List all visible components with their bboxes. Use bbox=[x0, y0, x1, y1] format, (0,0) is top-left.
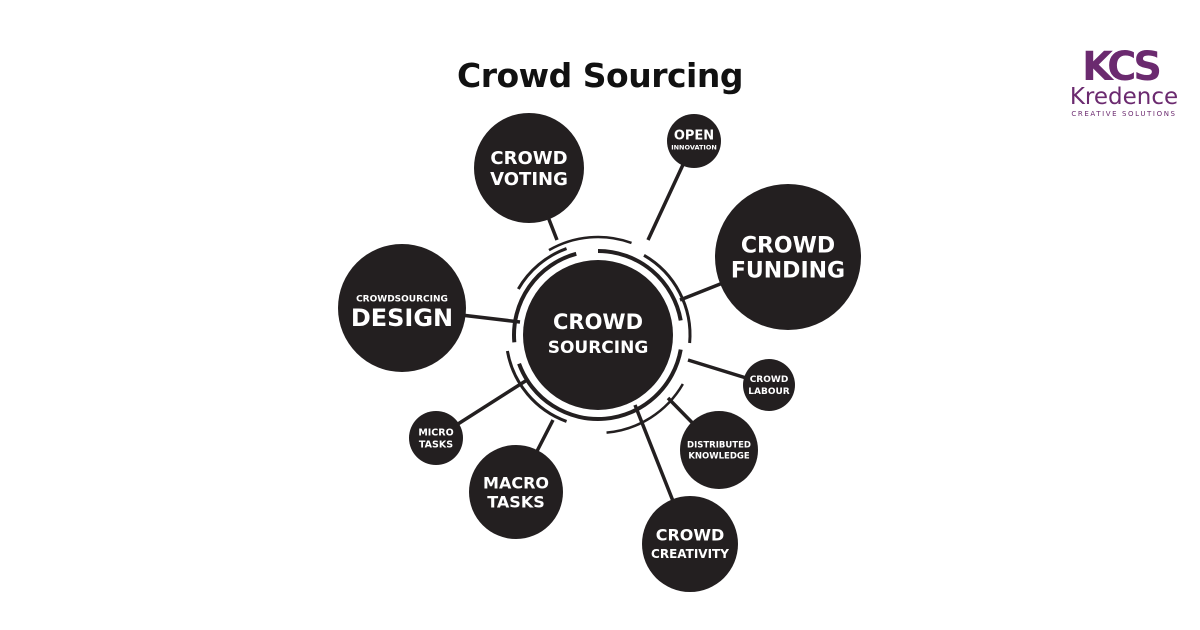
crowd-creativity-label: CROWD CREATIVITY bbox=[651, 525, 729, 561]
crowd-labour-label-line: LABOUR bbox=[748, 387, 790, 397]
hub-ring-arc bbox=[517, 247, 568, 290]
crowd-funding-circle bbox=[715, 184, 861, 330]
hub-ring-arc bbox=[606, 383, 684, 434]
logo-mark: KCS bbox=[1081, 44, 1162, 90]
crowdsourcing-design-label-line: CROWDSOURCING bbox=[356, 295, 448, 305]
hub-ring-arc bbox=[597, 249, 683, 321]
hub-ring-arc bbox=[517, 349, 683, 421]
crowd-creativity-node: CROWD CREATIVITY bbox=[642, 496, 738, 592]
kredence-logo: KCS Kredence CREATIVE SOLUTIONS bbox=[1060, 44, 1190, 124]
crowd-voting-label-line: CROWD bbox=[490, 148, 567, 169]
crowdsourcing-design-label-line: DESIGN bbox=[351, 304, 453, 332]
crowd-funding-label-line: FUNDING bbox=[731, 258, 845, 283]
hub-circle bbox=[523, 260, 673, 410]
hub-label-line: CROWD bbox=[553, 310, 643, 334]
crowd-creativity-label-line: CROWD bbox=[656, 525, 725, 544]
crowd-voting-label-line: VOTING bbox=[490, 169, 568, 190]
macro-tasks-label-line: MACRO bbox=[483, 473, 549, 492]
distributed-knowledge-label-line: DISTRIBUTED bbox=[687, 441, 751, 451]
micro-tasks-label-line: MICRO bbox=[418, 427, 453, 438]
crowd-labour-circle bbox=[743, 359, 795, 411]
crowd-labour-node: CROWD LABOUR bbox=[743, 359, 795, 411]
distributed-knowledge-label-line: KNOWLEDGE bbox=[688, 452, 750, 462]
crowd-labour-label-line: CROWD bbox=[750, 375, 789, 385]
hub-ring-arc bbox=[548, 235, 632, 252]
macro-tasks-circle bbox=[469, 445, 563, 539]
hub-label: CROWD SOURCING bbox=[548, 310, 649, 358]
micro-tasks-circle bbox=[409, 411, 463, 465]
page-title: Crowd Sourcing bbox=[457, 56, 743, 95]
crowd-creativity-circle bbox=[642, 496, 738, 592]
hub-ring-arc bbox=[643, 254, 692, 344]
micro-tasks-label-line: TASKS bbox=[419, 439, 453, 450]
distributed-knowledge-circle bbox=[680, 411, 758, 489]
center-hub: CROWD SOURCING bbox=[505, 235, 692, 434]
crowd-creativity-label-line: CREATIVITY bbox=[651, 547, 729, 561]
macro-tasks-label-line: TASKS bbox=[487, 492, 545, 511]
logo-tagline: CREATIVE SOLUTIONS bbox=[1071, 110, 1177, 118]
hub-ring-arc bbox=[505, 350, 568, 423]
open-innovation-circle bbox=[667, 114, 721, 168]
crowdsourcing-design-circle bbox=[338, 244, 466, 372]
crowd-labour-label: CROWD LABOUR bbox=[748, 375, 790, 397]
open-innovation-label-line: OPEN bbox=[674, 129, 714, 144]
crowd-voting-circle bbox=[474, 113, 584, 223]
open-innovation-label-line: INNOVATION bbox=[671, 143, 717, 151]
hub-ring-arc bbox=[512, 251, 577, 343]
logo-name: Kredence bbox=[1069, 84, 1179, 110]
hub-label-line: SOURCING bbox=[548, 338, 649, 358]
crowd-funding-label-line: CROWD bbox=[741, 233, 835, 258]
